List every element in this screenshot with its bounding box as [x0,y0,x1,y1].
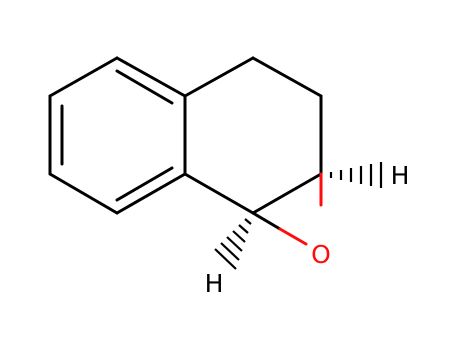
bond-c9-c10 [251,172,323,215]
bond-c10-o [251,211,282,231]
hash-line [244,218,252,225]
epoxide-ring [251,172,323,246]
hash-line [226,236,243,252]
bond-c7-c8 [251,56,323,98]
hydrogen-right-label: H [391,161,410,190]
hash-line [214,248,237,270]
bond-c6-c7 [183,56,255,98]
hydrogen-bottom-label: H [205,269,224,298]
bond-c6-c1 [115,56,187,98]
hash-line [238,224,249,234]
oxygen-atom-label: O [311,240,331,269]
benzene-ring [48,56,187,215]
bond-c10-c5 [183,172,255,215]
bond-c1-c2 [48,56,119,98]
double-bond-inner-top [115,69,174,105]
bond-c3-c4 [48,172,119,215]
hash-line [232,230,246,243]
hash-line [220,242,240,261]
cyclohexane-ring [183,56,323,215]
double-bond-inner-bottom [115,166,174,202]
hashed-wedge-bottom [214,218,252,270]
bond-c10-o-red [278,227,308,246]
hashed-wedge-right [329,162,383,188]
bond-c4-c5 [115,172,187,215]
